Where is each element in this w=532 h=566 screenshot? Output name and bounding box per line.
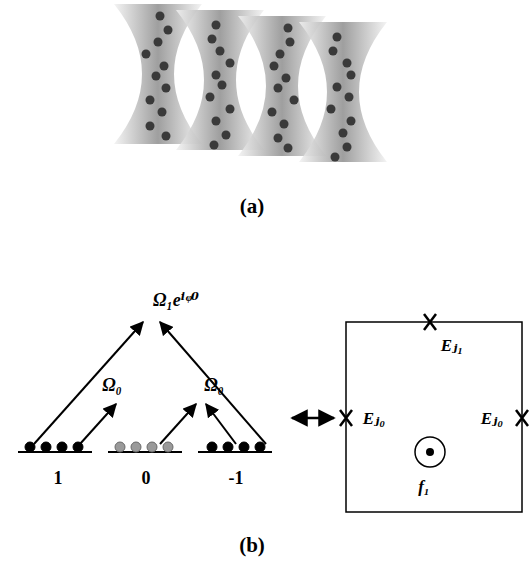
atom-dot bbox=[331, 153, 340, 162]
atom-dot bbox=[57, 442, 67, 452]
atom-dot bbox=[154, 38, 163, 47]
atom-dot bbox=[223, 442, 233, 452]
atom-dot bbox=[152, 72, 161, 81]
atom-dot bbox=[146, 96, 155, 105]
equivalence-arrow bbox=[292, 417, 334, 420]
atom-dot bbox=[327, 105, 336, 114]
atom-dot bbox=[345, 93, 354, 102]
atom-dot bbox=[210, 141, 219, 150]
transition-arrow bbox=[206, 404, 236, 444]
atom-dot bbox=[163, 442, 173, 452]
atom-dot bbox=[268, 108, 277, 117]
atom-dot bbox=[208, 35, 217, 44]
flux-symbol bbox=[415, 437, 445, 467]
transition-arrow bbox=[160, 404, 196, 444]
junction-label: Eⱼ₁ bbox=[441, 337, 464, 354]
atom-dot bbox=[333, 83, 342, 92]
josephson-junction bbox=[340, 410, 352, 426]
circuit-loop bbox=[346, 322, 522, 512]
coupling-label: Ω₀ bbox=[204, 376, 224, 394]
optical-lattice bbox=[114, 4, 387, 162]
atom-dot bbox=[164, 26, 173, 35]
atom-dot bbox=[41, 442, 51, 452]
atom-dot bbox=[286, 38, 295, 47]
atom-dot bbox=[160, 62, 169, 71]
transition-arrow bbox=[34, 322, 143, 444]
atom-dot bbox=[347, 117, 356, 126]
atom-dot bbox=[131, 442, 141, 452]
flux-label: f₁ bbox=[418, 478, 430, 495]
atom-dot bbox=[207, 442, 217, 452]
junction-label: Eⱼ₀ bbox=[481, 410, 504, 427]
atom-dot bbox=[147, 442, 157, 452]
atom-dots bbox=[25, 442, 265, 452]
atom-dot bbox=[226, 105, 235, 114]
atom-dot bbox=[156, 12, 165, 21]
atom-dot bbox=[115, 442, 125, 452]
atom-dot bbox=[270, 62, 279, 71]
atom-dot bbox=[226, 59, 235, 68]
atom-dot bbox=[343, 143, 352, 152]
atom-dot bbox=[162, 132, 171, 141]
atom-dot bbox=[333, 33, 342, 42]
atom-dot bbox=[255, 442, 265, 452]
junction-label: Eⱼ₀ bbox=[363, 410, 386, 427]
panel-label: (b) bbox=[239, 535, 265, 556]
level-label: -1 bbox=[229, 469, 244, 487]
josephson-junction bbox=[424, 314, 436, 330]
lattice-tube bbox=[299, 22, 387, 162]
transition-arrows bbox=[34, 322, 334, 444]
atom-dot bbox=[206, 93, 215, 102]
atom-dot bbox=[284, 24, 293, 33]
atom-dot bbox=[212, 71, 221, 80]
atom-dot bbox=[142, 50, 151, 59]
atom-dot bbox=[329, 47, 338, 56]
atom-dot bbox=[274, 134, 283, 143]
atom-dot bbox=[212, 117, 221, 126]
level-label: 1 bbox=[54, 469, 63, 487]
atom-dot bbox=[284, 144, 293, 153]
flux-dot bbox=[426, 448, 434, 456]
transition-arrow bbox=[160, 322, 266, 444]
transition-arrow bbox=[80, 404, 116, 444]
atom-dot bbox=[222, 131, 231, 140]
atom-dot bbox=[274, 84, 283, 93]
atom-dot bbox=[216, 47, 225, 56]
coupling-label: Ω₀ bbox=[102, 376, 122, 394]
atom-dot bbox=[146, 122, 155, 131]
atom-dot bbox=[276, 50, 285, 59]
atom-dot bbox=[218, 81, 227, 90]
squid-circuit bbox=[340, 314, 528, 512]
atom-dot bbox=[158, 108, 167, 117]
energy-levels bbox=[18, 452, 272, 453]
atom-dot bbox=[282, 74, 291, 83]
atom-dot bbox=[239, 442, 249, 452]
level-label: 0 bbox=[142, 469, 151, 487]
atom-dot bbox=[347, 71, 356, 80]
atom-dot bbox=[339, 129, 348, 138]
atom-dot bbox=[162, 84, 171, 93]
josephson-junction bbox=[516, 410, 528, 426]
coupling-label: Ω₁eⁱᵠ⁰ bbox=[153, 291, 199, 309]
atom-dot bbox=[280, 120, 289, 129]
panel-label: (a) bbox=[240, 196, 265, 217]
atom-dot bbox=[290, 96, 299, 105]
atom-dot bbox=[212, 21, 221, 30]
atom-dot bbox=[343, 59, 352, 68]
